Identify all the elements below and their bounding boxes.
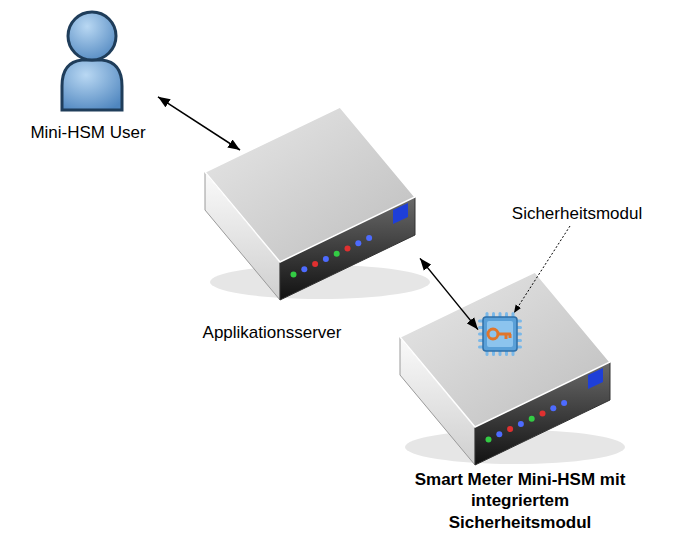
user-icon — [62, 12, 122, 110]
server-node: Applikationsserver — [195, 150, 420, 347]
node-label: Mini-HSM User — [30, 122, 145, 143]
security-chip: Sicherheitsmodul — [478, 312, 522, 356]
hsm-node: Smart Meter Mini-HSM mit integriertem Si… — [390, 290, 620, 535]
leader-line — [514, 226, 570, 313]
node-label: Sicherheitsmodul — [512, 203, 642, 224]
server-illustration — [205, 107, 430, 300]
connector-arrow — [158, 97, 240, 150]
server-illustration — [400, 272, 625, 465]
node-label: Smart Meter Mini-HSM mit integriertem Si… — [413, 469, 628, 533]
chip-symbol — [478, 312, 522, 356]
connector-arrow — [420, 258, 478, 329]
user-node: Mini-HSM User — [18, 5, 158, 153]
node-label: Applikationsserver — [203, 322, 342, 343]
